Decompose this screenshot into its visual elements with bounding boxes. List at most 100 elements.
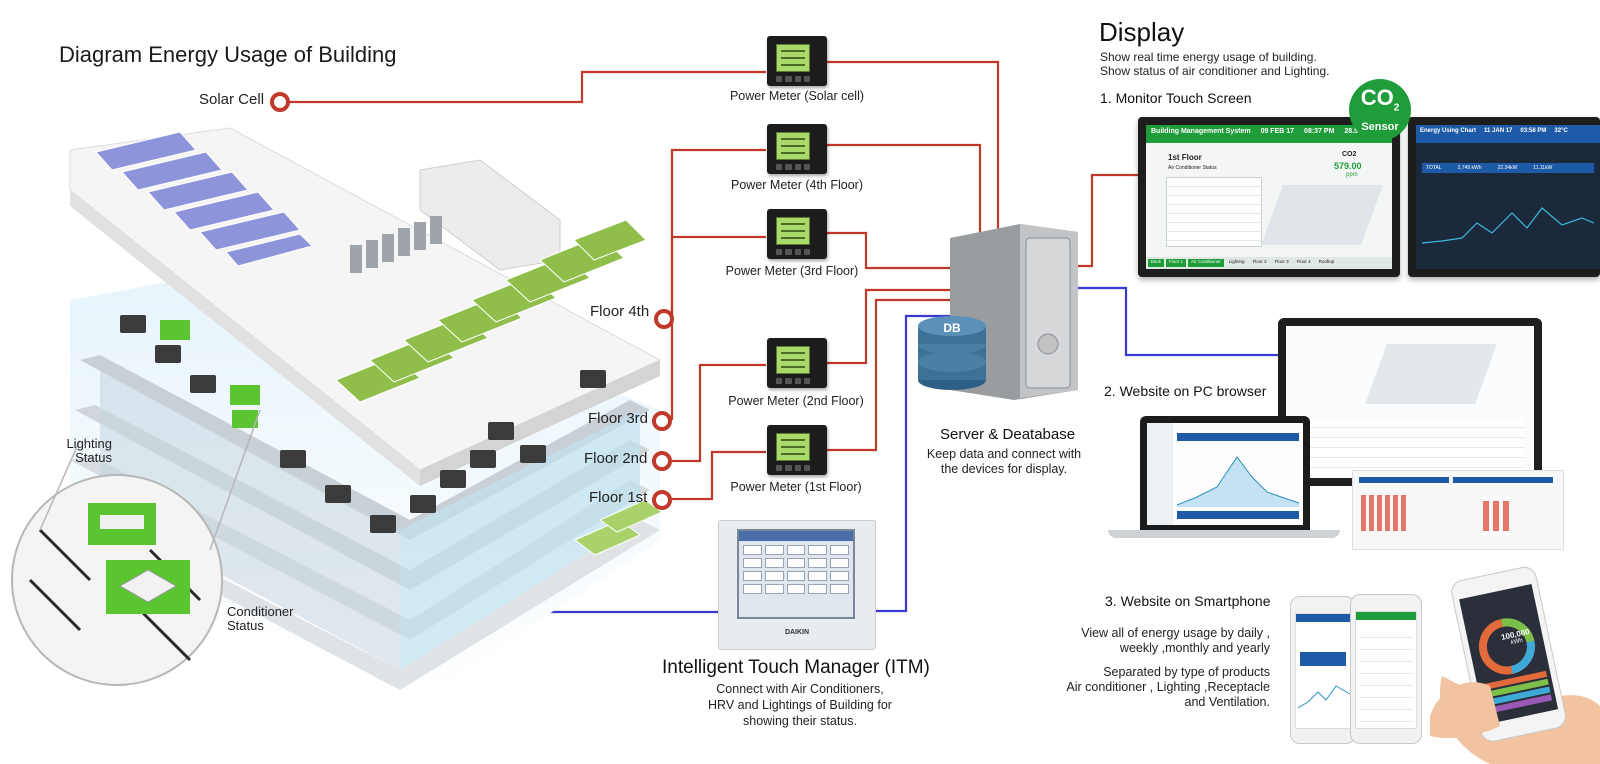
phone-desc1-line1: View all of energy usage by daily ,	[1081, 626, 1270, 640]
footer-tab[interactable]: Rooftop	[1318, 259, 1335, 264]
floor-4th-node[interactable]	[654, 309, 674, 329]
monitor-left-co2-unit: ppm	[1346, 172, 1358, 178]
green-roof	[335, 219, 647, 403]
monitor-right-display: Energy Using Chart 11 JAN 17 03:58 PM 32…	[1416, 125, 1600, 269]
meter-screen	[776, 433, 810, 461]
monitor-left-status-table	[1166, 177, 1262, 247]
lighting-status-label: Lighting Status	[60, 437, 112, 465]
conditioner-label-line1: Conditioner	[227, 604, 294, 619]
page-title: Diagram Energy Usage of Building	[59, 42, 397, 67]
desktop-bar-chart-2	[1483, 491, 1509, 531]
monitor-right-chart	[1422, 207, 1594, 244]
server-desc-line1: Keep data and connect with	[926, 447, 1082, 461]
power-meter-solar[interactable]	[767, 36, 827, 86]
floor-1st-node[interactable]	[652, 490, 672, 510]
smartphone-1[interactable]	[1290, 596, 1356, 744]
footer-tab[interactable]: Floor 3	[1274, 259, 1289, 264]
building-illustration	[11, 127, 664, 700]
power-meter-4th[interactable]	[767, 124, 827, 174]
monitor-left-floorplan	[1261, 185, 1383, 245]
monitor-touch-screen-left[interactable]: Building Management System 09 FEB 17 08:…	[1138, 117, 1400, 277]
floor-3rd-node[interactable]	[652, 411, 672, 431]
floor-1st-label: Floor 1st	[589, 489, 648, 506]
co2-badge-sensor: Sensor	[1361, 121, 1399, 134]
floor-slab-4th	[80, 355, 650, 540]
meter-screen	[776, 132, 810, 160]
db-label: DB	[943, 321, 961, 335]
glass-facade	[100, 370, 400, 670]
floor-3rd-label: Floor 3rd	[588, 410, 649, 427]
footer-tab[interactable]: Floor 2	[1252, 259, 1267, 264]
server-database-illustration: DB	[918, 224, 1078, 400]
laptop-chart	[1177, 456, 1299, 507]
monitor-left-floor: 1st Floor	[1168, 153, 1202, 162]
wire-solar-server	[826, 60, 1000, 232]
server-desc-line2: the devices for display.	[940, 462, 1068, 476]
ac-icons	[120, 315, 606, 533]
display-desc-line2: Show status of air conditioner and Light…	[1100, 64, 1330, 78]
footer-tab[interactable]: Back	[1148, 259, 1165, 267]
itm-desc-line2: HRV and Lightings of Building for	[708, 698, 892, 712]
monitor-left-status-title: Air Conditioner Status	[1168, 165, 1217, 171]
power-meter-3rd-label: Power Meter (3rd Floor)	[725, 264, 859, 278]
floor-2nd-node[interactable]	[652, 451, 672, 471]
meter-screen	[776, 346, 810, 374]
smartphone-2-screen	[1355, 611, 1417, 729]
power-meter-solar-label: Power Meter (Solar cell)	[729, 89, 865, 103]
footer-tab[interactable]: Air Conditioner	[1188, 259, 1224, 267]
last-value: 11.11kW	[1533, 165, 1553, 171]
server-description: Keep data and connect with the devices f…	[920, 447, 1088, 477]
monitor-right-header: Energy Using Chart	[1420, 128, 1477, 134]
power-meter-1st-label: Power Meter (1st Floor)	[730, 480, 862, 494]
footer-tab[interactable]: Floor 1	[1166, 259, 1187, 267]
total-value: 2,749 kWh	[1457, 165, 1482, 171]
itm-title: Intelligent Touch Manager (ITM)	[662, 657, 930, 678]
desktop-charts-panel	[1352, 470, 1564, 550]
monitor-touch-screen-right[interactable]: Energy Using Chart 11 JAN 17 03:58 PM 32…	[1408, 117, 1600, 277]
desktop-monitor[interactable]	[1278, 318, 1542, 486]
monitor-heading: 1. Monitor Touch Screen	[1100, 90, 1252, 106]
wire-meter1-server	[826, 298, 968, 452]
meter-screen	[776, 217, 810, 245]
wire-meter4-server	[826, 143, 982, 236]
lighting-label-line1: Lighting	[66, 436, 112, 451]
hand-holding-phone	[1430, 566, 1600, 764]
co2-sensor-badge: CO2 Sensor	[1349, 79, 1411, 141]
wire-floor2-meter	[672, 363, 766, 463]
pc-browser-heading: 2. Website on PC browser	[1104, 383, 1267, 399]
light-icons	[160, 320, 260, 428]
phone-desc2-line2: Air conditioner , Lighting ,Receptacle	[1066, 680, 1270, 694]
co2-badge-sub: 2	[1393, 102, 1400, 114]
glass-facade-right	[400, 410, 640, 670]
power-meter-1st[interactable]	[767, 425, 827, 475]
wire-meter2-server	[826, 288, 968, 365]
monitor-right-date: 11 JAN 17	[1484, 128, 1513, 134]
footer-tab[interactable]: Floor 4	[1296, 259, 1311, 264]
monitor-left-time: 08:37 PM	[1304, 128, 1335, 135]
power-meter-2nd-label: Power Meter (2nd Floor)	[728, 394, 864, 408]
display-desc-line1: Show real time energy usage of building.	[1100, 50, 1317, 64]
solar-cell-node[interactable]	[270, 92, 290, 112]
mid-value: 22.34kW	[1497, 165, 1518, 171]
power-meter-3rd[interactable]	[767, 209, 827, 259]
monitor-left-header: Building Management System	[1151, 128, 1251, 135]
wire-meter3-server	[826, 231, 960, 270]
floor-4th-label: Floor 4th	[590, 303, 650, 320]
wire-floor3-meter	[670, 235, 766, 420]
power-meter-2nd[interactable]	[767, 338, 827, 388]
laptop[interactable]	[1140, 416, 1310, 531]
co2-badge-text: CO	[1360, 85, 1394, 110]
wire-itm-server	[874, 314, 968, 613]
footer-tab[interactable]: Lighting	[1228, 259, 1245, 264]
monitor-left-weather: 28.5°C	[1344, 128, 1366, 135]
itm-description: Connect with Air Conditioners, HRV and L…	[690, 681, 910, 729]
wire-solar-meter	[284, 70, 766, 104]
smartphone-1-screen	[1295, 613, 1351, 729]
smartphone-2[interactable]	[1350, 594, 1422, 744]
itm-device[interactable]: DAIKIN	[718, 520, 876, 650]
conditioner-label-line2: Status	[227, 618, 264, 633]
floor-2nd-label: Floor 2nd	[584, 450, 648, 467]
phone-description-2: Separated by type of products Air condit…	[1040, 665, 1270, 710]
monitor-right-weather: 32°C	[1554, 128, 1568, 134]
desktop-bar-chart	[1361, 491, 1406, 531]
